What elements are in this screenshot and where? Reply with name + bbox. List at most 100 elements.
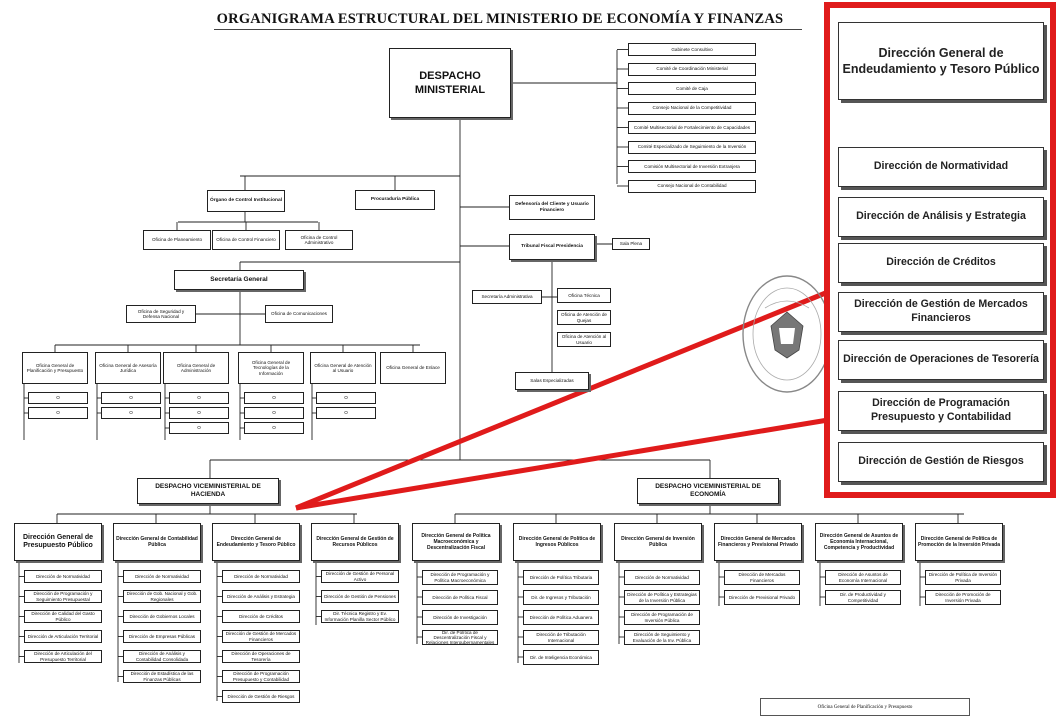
sala-plena-box: Sala Plena [612,238,650,250]
committee-box: Consejo Nacional de la Competitividad [628,101,756,115]
economia-dg-box: Dirección General de Política Macroeconó… [412,523,500,561]
footer-note: Oficina General de Planificación y Presu… [760,698,970,716]
economia-direccion-box: Dirección de Normatividad [624,570,700,585]
hacienda-dg-box: Dirección General de Presupuesto Público [14,523,102,561]
economia-direccion-box: Dirección de Mercados Financieros [724,570,800,585]
economia-direccion-box: Dirección de Previsional Privado [724,590,800,605]
oficina-sub-box: O [244,392,304,404]
hacienda-direccion-box: Dirección de Calidad del Gasto Público [24,610,102,623]
oficina-sub-box: O [316,392,376,404]
economia-dg-box: Dirección General de Política de Ingreso… [513,523,601,561]
hacienda-direccion-box: Dirección de Programación Presupuesto y … [222,670,300,683]
hacienda-direccion-box: Dirección de Análisis y Estrategia [222,590,300,603]
economia-direccion-box: Dir. de Ingresos y Tributación [523,590,599,605]
tribunal-office-box: Oficina de Atención al Usuario [557,332,611,347]
economia-direccion-box: Dirección de Promoción de Inversión Priv… [925,590,1001,605]
connector [295,289,829,511]
hacienda-direccion-box: Dirección de Programación y Seguimiento … [24,590,102,603]
hacienda-dg-box: Dirección General de Gestión de Recursos… [311,523,399,561]
secretaria-sub-box: Oficina de Seguridad y Defensa Nacional [126,305,196,323]
tribunal-sub-box: Secretaría Administrativa [472,290,542,304]
hacienda-direccion-box: Dirección de Normatividad [123,570,201,583]
despacho-ministerial-box: DESPACHO MINISTERIAL [389,48,511,118]
oficina-sub-box: O [169,422,229,434]
vice-hacienda-box: DESPACHO VICEMINISTERIAL DE HACIENDA [137,478,279,504]
committee-box: Gabinete Consultivo [628,43,756,56]
economia-direccion-box: Dirección de Programación y Política Mac… [422,570,498,585]
oficina-sub-box: O [101,392,161,404]
economia-direccion-box: Dirección de Programación de Inversión P… [624,610,700,625]
economia-dg-box: Dirección General de Política de Promoci… [915,523,1003,561]
hacienda-direccion-box: Dirección de Gob. Nacional y Gob. Region… [123,590,201,603]
oficina-general-box: Oficina General de Atención al Usuario [310,352,376,384]
economia-direccion-box: Dirección de Política Fiscal [422,590,498,605]
oficina-sub-box: O [244,422,304,434]
hacienda-direccion-box: Dirección de Gestión de Personal Activo [321,570,399,583]
hacienda-direccion-box: Dirección de Normatividad [222,570,300,583]
economia-direccion-box: Dirección de Seguimiento y Evaluación de… [624,630,700,645]
oficina-general-box: Oficina General de Tecnologías de la Inf… [238,352,304,384]
hacienda-direccion-box: Dirección de Gestión de Mercados Financi… [222,630,300,643]
oficina-general-box: Oficina General de Administración [163,352,229,384]
hacienda-direccion-box: Dirección de Análisis y Contabilidad Con… [123,650,201,663]
oficina-general-box: Oficina General de Enlace [380,352,446,384]
zoom-direccion-box: Dirección de Programación Presupuesto y … [838,391,1044,431]
oficina-sub-box: O [169,392,229,404]
economia-dg-box: Dirección General de Asuntos de Economía… [815,523,903,561]
hacienda-direccion-box: Dirección de Gestión de Pensiones [321,590,399,603]
hacienda-direccion-box: Dirección de Normatividad [24,570,102,583]
economia-direccion-box: Dirección de Política de Inversión Priva… [925,570,1001,585]
organo-control-box: Órgano de Control Institucional [207,190,285,212]
hacienda-direccion-box: Dirección de Articulación del Presupuest… [24,650,102,663]
committee-box: Comité de Coordinación Ministerial [628,62,756,76]
economia-direccion-box: Dirección de Política Tributaria [523,570,599,585]
zoom-head-box: Dirección General de Endeudamiento y Tes… [838,22,1044,100]
control-sub-box: Oficina de Control Administrativo [285,230,353,250]
zoom-direccion-box: Dirección de Análisis y Estrategia [838,197,1044,237]
hacienda-dg-box: Dirección General de Endeudamiento y Tes… [212,523,300,561]
hacienda-direccion-box: Dirección de Articulación Territorial [24,630,102,643]
defensoria-box: Defensoría del Cliente y Usuario Financi… [509,195,595,220]
hacienda-direccion-box: Dirección de Gestión de Riesgos [222,690,300,703]
economia-direccion-box: Dirección de Política y Estrategias de l… [624,590,700,605]
hacienda-dg-box: Dirección General de Contabilidad Públic… [113,523,201,561]
title-underline [214,29,802,30]
salas-box: Salas Especializadas [515,372,589,390]
hacienda-direccion-box: Dirección de Empresas Públicas [123,630,201,643]
institutional-seal [742,275,832,393]
procuraduria-box: Procuraduría Pública [355,190,435,210]
page-title: ORGANIGRAMA ESTRUCTURAL DEL MINISTERIO D… [216,11,784,27]
vice-economia-box: DESPACHO VICEMINISTERIAL DE ECONOMÍA [637,478,779,504]
zoom-direccion-box: Dirección de Gestión de Riesgos [838,442,1044,482]
secretaria-general-box: Secretaría General [174,270,304,290]
hacienda-direccion-box: Dirección de Créditos [222,610,300,623]
committee-box: Comisión Multisectorial de Inversión Ext… [628,160,756,173]
secretaria-sub-box: Oficina de Comunicaciones [265,305,333,323]
economia-direccion-box: Dirección de Tributación Internacional [523,630,599,645]
economia-direccion-box: Dir. de Productividad y Competitividad [825,590,901,605]
hacienda-direccion-box: Dirección de Operaciones de Tesorería [222,650,300,663]
tribunal-box: Tribunal Fiscal Presidencia [509,234,595,260]
zoom-direccion-box: Dirección de Gestión de Mercados Financi… [838,292,1044,332]
oficina-sub-box: O [169,407,229,419]
oficina-general-box: Oficina General de Asesoría Jurídica [95,352,161,384]
oficina-sub-box: O [316,407,376,419]
oficina-sub-box: O [244,407,304,419]
economia-dg-box: Dirección General de Mercados Financiero… [714,523,802,561]
tribunal-office-box: Oficina Técnica [557,288,611,303]
oficina-general-box: Oficina General de Planificación y Presu… [22,352,88,384]
oficina-sub-box: O [101,407,161,419]
committee-box: Comité de Caja [628,82,756,95]
economia-dg-box: Dirección General de Inversión Pública [614,523,702,561]
control-sub-box: Oficina de Control Financiero [212,230,280,250]
economia-direccion-box: Dir. de Inteligencia Económica [523,650,599,665]
economia-direccion-box: Dirección de Asuntos de Economía Interna… [825,570,901,585]
hacienda-direccion-box: Dirección de Gobiernos Locales [123,610,201,623]
zoom-direccion-box: Dirección de Normatividad [838,147,1044,187]
connector [295,417,829,511]
committee-box: Comité Especializado de Seguimiento de l… [628,140,756,154]
hacienda-direccion-box: Dirección de Estadística de las Finanzas… [123,670,201,683]
economia-direccion-box: Dirección de Investigación [422,610,498,625]
oficina-sub-box: O [28,407,88,419]
